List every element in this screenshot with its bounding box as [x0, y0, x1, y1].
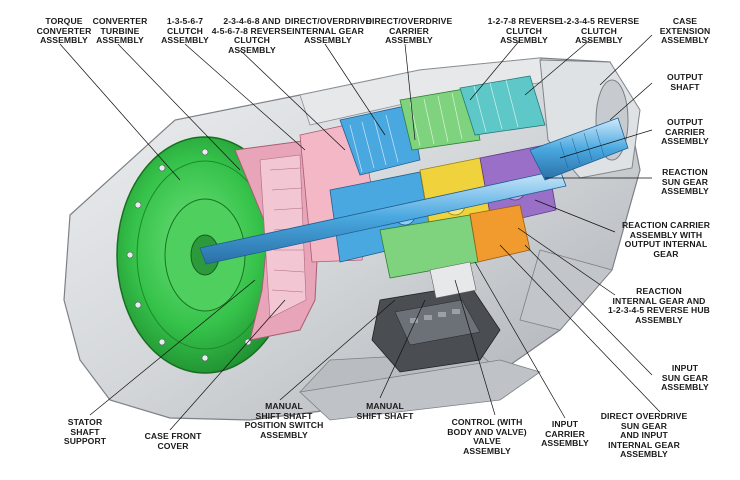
label-reaction-carrier: REACTION CARRIER ASSEMBLY WITH OUTPUT IN…: [621, 220, 711, 259]
label-input-carrier: INPUT CARRIER ASSEMBLY: [541, 419, 589, 449]
oil-pan: [299, 359, 541, 421]
label-od-sun-input: DIRECT OVERDRIVE SUN GEAR AND INPUT INTE…: [600, 411, 688, 460]
label-clutch-23468: 2-3-4-6-8 AND 4-5-6-7-8 REVERSE CLUTCH A…: [211, 16, 293, 55]
label-reverse-1278: 1-2-7-8 REVERSE CLUTCH ASSEMBLY: [487, 16, 561, 46]
label-reverse-12345: 1-2-3-4-5 REVERSE CLUTCH ASSEMBLY: [558, 16, 640, 46]
label-od-carrier: DIRECT/OVERDRIVE CARRIER ASSEMBLY: [365, 16, 453, 46]
valve-body: [371, 261, 501, 373]
label-converter-turbine: CONVERTER TURBINE ASSEMBLY: [92, 16, 148, 46]
label-torque-converter: TORQUE CONVERTER ASSEMBLY: [36, 16, 92, 46]
label-reaction-internal: REACTION INTERNAL GEAR AND 1-2-3-4-5 REV…: [608, 286, 710, 325]
label-manual-shift-shaft: MANUAL SHIFT SHAFT: [356, 401, 414, 421]
label-output-shaft: OUTPUT SHAFT: [667, 72, 703, 92]
label-reaction-sun: REACTION SUN GEAR ASSEMBLY: [661, 167, 709, 197]
label-case-front-cover: CASE FRONT COVER: [144, 431, 202, 451]
main-shaft: [199, 117, 629, 265]
leader-lines: [59, 34, 661, 431]
label-case-extension: CASE EXTENSION ASSEMBLY: [659, 16, 711, 46]
label-clutch-13567: 1-3-5-6-7 CLUTCH ASSEMBLY: [161, 16, 209, 46]
label-od-internal-gear: DIRECT/OVERDRIVE INTERNAL GEAR ASSEMBLY: [284, 16, 372, 46]
label-control-valve: CONTROL (WITH BODY AND VALVE) VALVE ASSE…: [447, 417, 527, 456]
label-stator-shaft: STATOR SHAFT SUPPORT: [63, 417, 107, 447]
label-input-sun: INPUT SUN GEAR ASSEMBLY: [661, 363, 709, 393]
label-output-carrier: OUTPUT CARRIER ASSEMBLY: [661, 117, 709, 147]
label-manual-position-switch: MANUAL SHIFT SHAFT POSITION SWITCH ASSEM…: [244, 401, 324, 440]
